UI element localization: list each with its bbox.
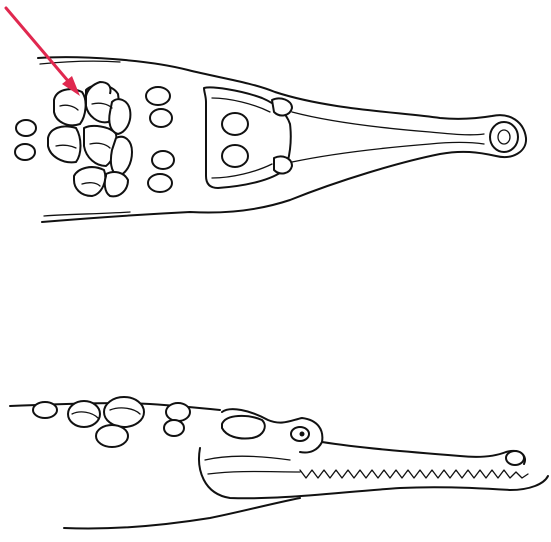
scute bbox=[33, 402, 57, 418]
dorsal-view-head bbox=[15, 57, 526, 222]
snout-line bbox=[292, 112, 484, 135]
supratemporal-fenestra bbox=[222, 145, 248, 167]
jaw-line bbox=[205, 456, 290, 460]
jaw-line bbox=[208, 472, 300, 475]
red-arrow bbox=[6, 8, 80, 96]
scute bbox=[166, 403, 190, 421]
scale bbox=[152, 151, 174, 169]
scale bbox=[146, 87, 170, 105]
eye-dorsal bbox=[274, 156, 292, 173]
nuchal-scutes bbox=[48, 82, 132, 196]
scale bbox=[15, 144, 35, 160]
ghara-lateral bbox=[506, 451, 524, 465]
scute bbox=[96, 425, 128, 447]
supratemporal-fenestra bbox=[222, 113, 248, 135]
eye-dorsal bbox=[272, 98, 292, 115]
lateral-view-head bbox=[10, 397, 548, 529]
scale bbox=[16, 120, 36, 136]
ear-scale bbox=[222, 416, 265, 439]
scale bbox=[150, 109, 172, 127]
teeth-row bbox=[300, 470, 528, 478]
ghara-bulb bbox=[490, 122, 518, 152]
lateral-snout-upper bbox=[322, 442, 525, 464]
skull-table-inner bbox=[212, 98, 270, 112]
scute bbox=[164, 420, 184, 436]
scale bbox=[148, 174, 172, 192]
pupil bbox=[300, 432, 305, 437]
lateral-belly-line bbox=[64, 498, 300, 529]
